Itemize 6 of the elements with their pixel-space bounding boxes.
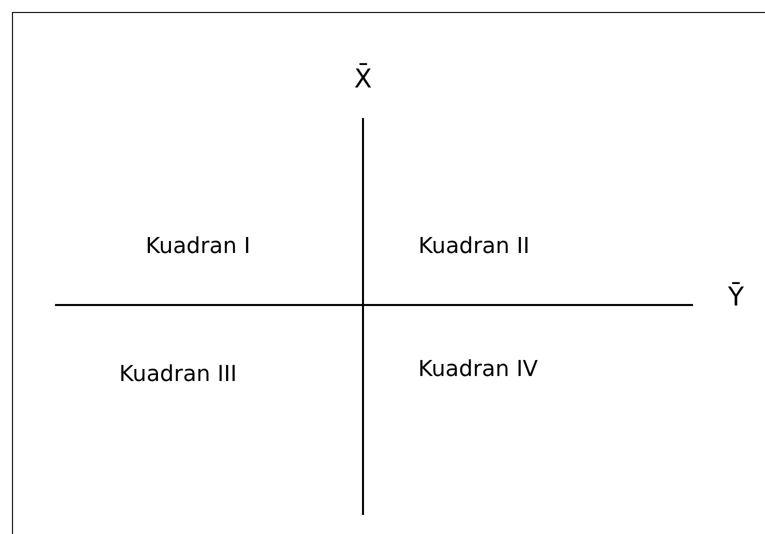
quadrant-label: Kuadran II — [418, 234, 530, 260]
axis-label: X̄ — [354, 64, 372, 96]
quadrant-label: Kuadran IV — [418, 356, 538, 384]
axis-label: Ȳ — [728, 282, 744, 314]
quadrant-label: Kuadran III — [119, 362, 237, 388]
quadrant-label: Kuadran I — [146, 234, 250, 260]
